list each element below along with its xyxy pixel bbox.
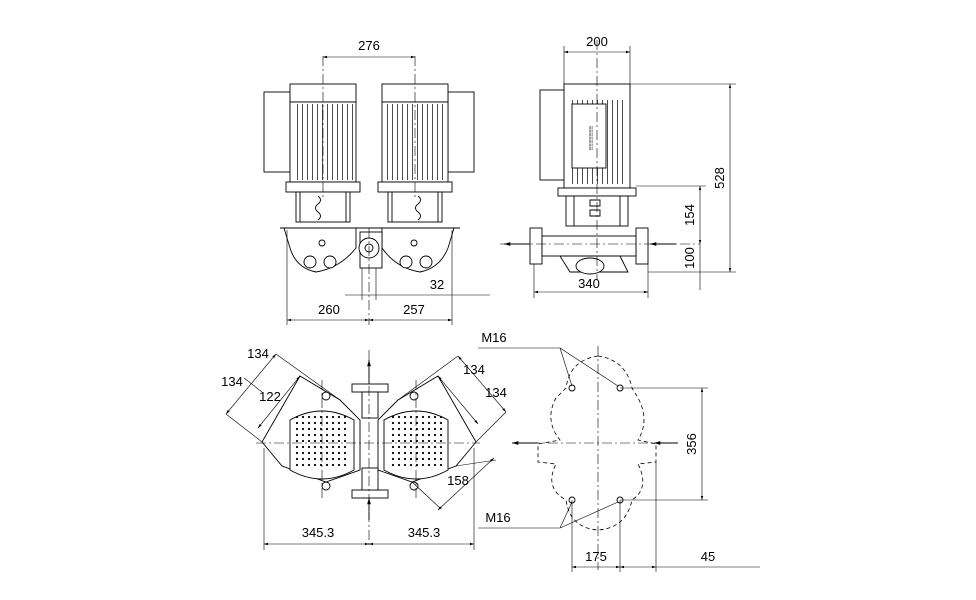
logo-brand: ≡≡≡≡≡≡≡	[587, 126, 593, 151]
dim-356-label: 356	[684, 433, 699, 455]
dim-276-label: 276	[358, 38, 380, 53]
dim-134d-label: 134	[485, 385, 507, 400]
dim-motor-spacing: 276	[323, 38, 415, 59]
right-motor	[377, 83, 475, 223]
dim-134b-label: 134	[221, 374, 243, 389]
dim-175-label: 175	[585, 549, 607, 564]
thread-bottom-label: M16	[485, 510, 510, 525]
dim-345a-label: 345.3	[302, 525, 335, 540]
dim-200-label: 200	[586, 34, 608, 49]
dim-340-label: 340	[578, 276, 600, 291]
dim-260-label: 260	[318, 302, 340, 317]
base-view: M16 M16 356 175 45	[478, 330, 760, 572]
dim-154-label: 154	[682, 204, 697, 226]
dim-45-label: 45	[701, 549, 715, 564]
front-view: 276 260 257 32	[263, 38, 490, 325]
dim-528-label: 528	[712, 167, 727, 189]
dim-134a-label: 134	[247, 346, 269, 361]
dim-158-label: 158	[447, 473, 469, 488]
left-motor	[263, 83, 361, 223]
dim-134c-label: 134	[463, 362, 485, 377]
dim-100-label: 100	[682, 247, 697, 269]
pump-housing	[280, 227, 460, 273]
thread-top-label: M16	[481, 330, 506, 345]
dim-32-label: 32	[430, 277, 444, 292]
dim-122-label: 122	[259, 389, 281, 404]
top-view: 134 134 122 134 134 158 345.3 345.3	[221, 346, 507, 550]
dim-345b-label: 345.3	[408, 525, 441, 540]
side-view: ≡≡≡≡≡≡≡ 200 528 154 100	[500, 34, 736, 298]
dim-257-label: 257	[403, 302, 425, 317]
